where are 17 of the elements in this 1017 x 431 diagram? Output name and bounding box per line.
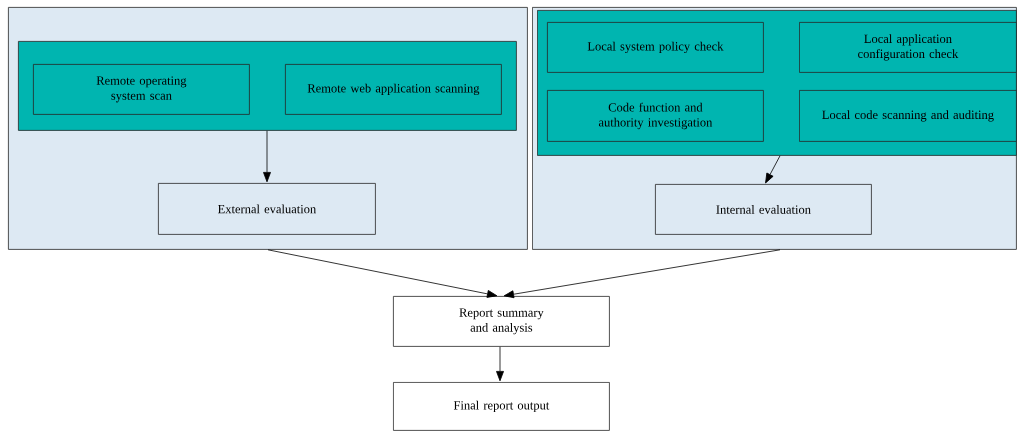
process-box: Local system policy check	[547, 22, 764, 73]
arrow	[263, 130, 271, 183]
process-box: Local code scanning and auditing	[799, 90, 1017, 142]
arrow	[496, 346, 504, 382]
arrow	[267, 249, 498, 298]
process-box: Final report output	[393, 382, 610, 431]
arrow	[503, 249, 781, 299]
process-box: Report summary and analysis	[393, 296, 610, 347]
process-box: Remote web application scanning	[285, 64, 502, 115]
process-box: External evaluation	[158, 183, 376, 235]
arrow	[765, 155, 781, 184]
node-label: Local code scanning and auditing	[822, 110, 994, 122]
process-box: Code function and authority investigation	[547, 90, 764, 142]
process-box: Remote operating system scan	[33, 64, 250, 115]
process-box: Local application configuration check	[799, 22, 1017, 73]
node-label: Local application configuration check	[858, 34, 959, 61]
process-box: Internal evaluation	[655, 184, 872, 235]
